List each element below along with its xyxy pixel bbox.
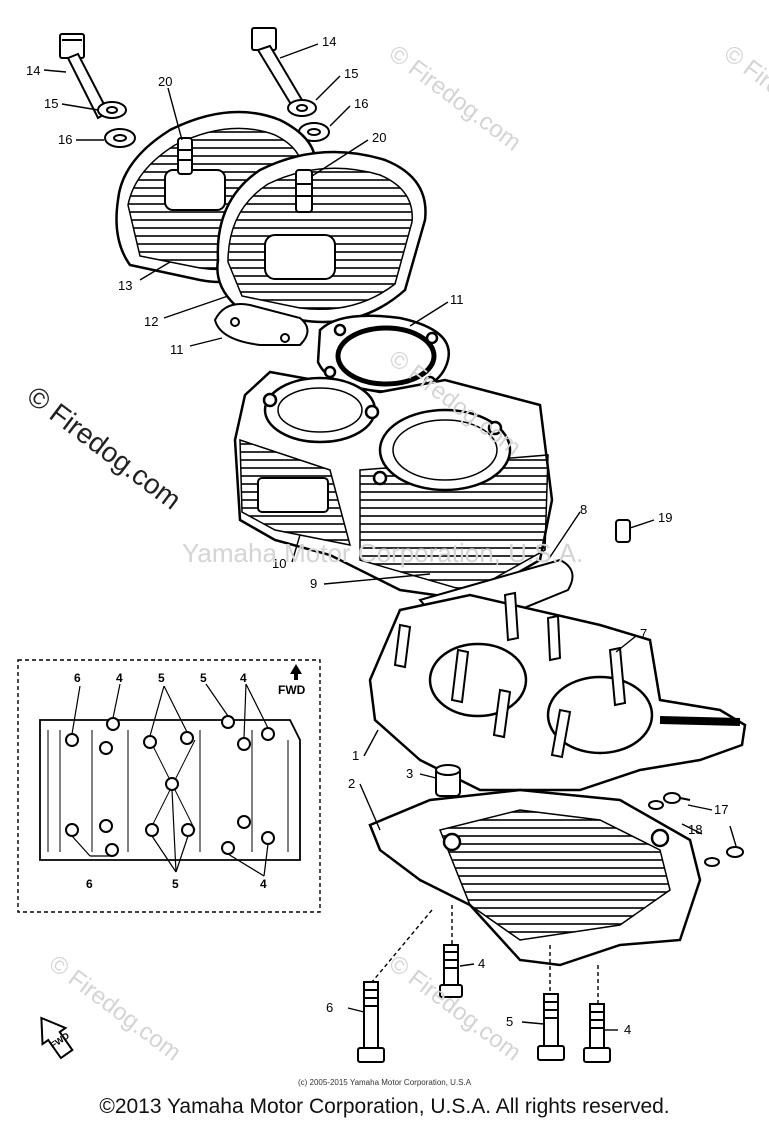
callout-20-left: 20 (158, 74, 172, 89)
top-copyright: (c) 2005-2015 Yamaha Motor Corporation, … (297, 1078, 472, 1087)
washer-18-upper (648, 800, 664, 810)
bolt-17-lower (726, 846, 744, 858)
leader-lines (43, 43, 737, 1031)
bolt-17-upper (663, 792, 691, 804)
callout-15-left: 15 (44, 96, 58, 111)
callout-5: 5 (506, 1014, 513, 1029)
dowel-pin-19 (615, 519, 631, 543)
washer-15-left (97, 101, 127, 119)
callout-2: 2 (348, 776, 355, 791)
callout-19: 19 (658, 510, 672, 525)
head-gasket-11-left (213, 303, 309, 346)
inset-fwd-label: FWD (278, 683, 306, 697)
fwd-badge-icon: FWD (40, 1016, 74, 1060)
callout-4-center: 4 (478, 956, 485, 971)
inset-label-4-top: 4 (116, 671, 123, 685)
washer-18-lower (704, 857, 720, 867)
bolt-6 (357, 981, 385, 1063)
callout-9: 9 (310, 576, 317, 591)
watermark-yamaha-center: Yamaha Motor Corporation, U.S.A. (182, 538, 584, 568)
inset-label-5-top-b: 5 (200, 671, 207, 685)
washer-15-right (287, 99, 317, 117)
crankcase-lower-2 (368, 788, 702, 967)
bolt-5 (537, 993, 565, 1061)
callout-1: 1 (352, 748, 359, 763)
cylinder-head-13-right (216, 150, 427, 324)
bolt-4-right (583, 1003, 611, 1063)
inset-label-6-bottom: 6 (86, 877, 93, 891)
footer-copyright: ©2013 Yamaha Motor Corporation, U.S.A. A… (99, 1095, 670, 1118)
cylinder-block-10 (233, 370, 554, 602)
callout-10: 10 (272, 556, 286, 571)
spark-plug-20-right (295, 169, 313, 213)
inset-label-5-bottom: 5 (172, 877, 179, 891)
callout-13: 13 (118, 278, 132, 293)
inset-label-4-top-b: 4 (240, 671, 247, 685)
callout-17: 17 (714, 802, 728, 817)
callout-16-left: 16 (58, 132, 72, 147)
washer-16-left (104, 128, 136, 148)
spark-plug-20-left (177, 137, 193, 175)
callout-18: 18 (688, 822, 702, 837)
fwd-arrow-icon (290, 664, 302, 680)
callout-20-right: 20 (372, 130, 386, 145)
callout-6: 6 (326, 1000, 333, 1015)
inset-bolt-layout: 6 4 5 5 4 6 5 4 FWD (17, 659, 321, 913)
callout-12: 12 (144, 314, 158, 329)
callout-11-right: 11 (450, 292, 464, 307)
callout-4-right: 4 (624, 1022, 631, 1037)
bolt-4-center (439, 944, 463, 998)
inset-label-4-bottom: 4 (260, 877, 267, 891)
callout-11-left: 11 (170, 342, 184, 357)
oil-plug-3 (435, 764, 461, 797)
callout-14-left: 14 (26, 63, 40, 78)
callout-15-right: 15 (344, 66, 358, 81)
crankcase-upper-1 (368, 591, 747, 792)
bolt-14-right (251, 27, 304, 108)
callout-3: 3 (406, 766, 413, 781)
callout-7: 7 (640, 626, 647, 641)
callout-16-right: 16 (354, 96, 368, 111)
inset-label-5-top: 5 (158, 671, 165, 685)
callout-14-right: 14 (322, 34, 336, 49)
head-gasket-11-right (316, 314, 451, 394)
inset-label-6-top: 6 (74, 671, 81, 685)
callout-labels: 14 15 16 20 14 15 16 20 13 12 11 11 10 9… (26, 34, 728, 1037)
callout-8: 8 (580, 502, 587, 517)
